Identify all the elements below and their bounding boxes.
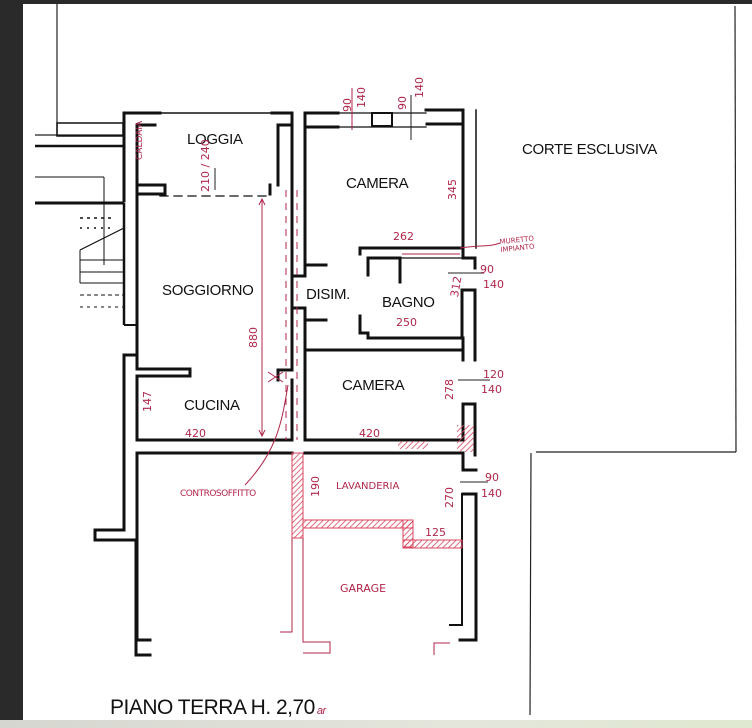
- annotation-lavanderia-depth: 190: [309, 476, 322, 497]
- annotation-camera1-window-b-bottom: 140: [413, 77, 426, 98]
- annotation-camera2-window-top: 120: [483, 368, 504, 381]
- plan-title-initials: ar: [316, 705, 326, 717]
- annotation-cucina-width: 420: [185, 427, 206, 440]
- annotation-lines: [214, 88, 501, 655]
- room-camera-2: CAMERA: [342, 377, 405, 394]
- room-disimpegno: DISIM.: [306, 286, 351, 303]
- room-cucina: CUCINA: [184, 397, 240, 414]
- property-boundary: [35, 4, 737, 716]
- walls: [93, 108, 478, 657]
- floor-plan-sheet: [23, 4, 752, 720]
- annotation-controsoffitto: CONTROSOFFITTO: [180, 489, 256, 499]
- annotation-camera1-window-a-top: 90: [341, 98, 354, 112]
- annotation-garage: GARAGE: [340, 582, 387, 595]
- annotation-camera2-depth: 278: [443, 379, 456, 400]
- annotation-camera1-height: 345: [446, 179, 459, 200]
- annotation-camera1-window-b-top: 90: [396, 96, 409, 110]
- annotation-lavanderia-step: 125: [425, 526, 446, 539]
- annotation-bagno-depth: 312: [448, 275, 465, 299]
- annotation-caldaia: CALDAIA: [135, 120, 145, 160]
- plan-title-text: PIANO TERRA H. 2,70: [110, 696, 315, 719]
- annotation-bagno-width-bottom: 250: [396, 316, 417, 329]
- annotation-bagno-window-bottom: 140: [483, 278, 504, 291]
- room-camera-1: CAMERA: [346, 175, 409, 192]
- annotation-camera2-width: 420: [359, 427, 380, 440]
- annotation-bagno-window-top: 90: [480, 263, 494, 276]
- annotation-camera1-window-a-bottom: 140: [355, 87, 368, 108]
- viewer-bottom-bar: [0, 720, 752, 728]
- annotation-bagno-width-top: 262: [393, 230, 414, 243]
- annotation-soggiorno-length: 880: [247, 327, 260, 348]
- annotation-lavanderia-window-top: 90: [485, 471, 499, 484]
- proposed-walls: [291, 425, 474, 549]
- annotation-lavanderia-side: 270: [443, 487, 456, 508]
- annotation-cucina-depth: 147: [141, 391, 154, 412]
- room-soggiorno: SOGGIORNO: [162, 282, 254, 299]
- staircase: [35, 122, 136, 326]
- room-loggia: LOGGIA: [187, 131, 243, 148]
- room-bagno: BAGNO: [382, 294, 435, 311]
- annotation-lavanderia-window-bottom: 140: [481, 487, 502, 500]
- room-corte-esclusiva: CORTE ESCLUSIVA: [522, 141, 657, 158]
- annotation-loggia-door: 210 / 240: [199, 139, 212, 192]
- annotation-camera2-window-bottom: 140: [481, 383, 502, 396]
- annotation-lavanderia: LAVANDERIA: [336, 481, 400, 492]
